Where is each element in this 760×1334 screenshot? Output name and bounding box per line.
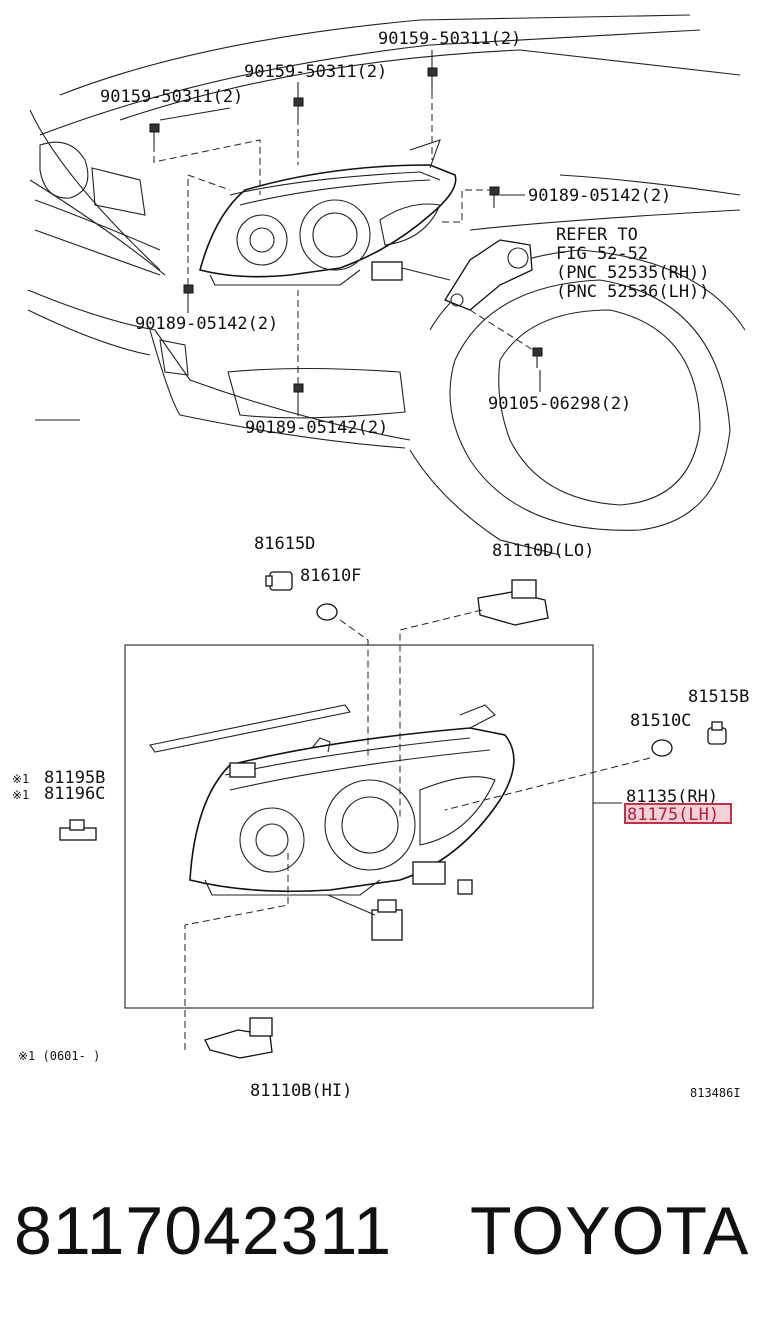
screw-icon: [293, 290, 304, 404]
label-note-mark-2: ※1: [12, 788, 29, 802]
headlight-unit-frame: [124, 644, 594, 1009]
label-part-81196c: 81196C: [44, 784, 105, 804]
headlight-assembly-installed: [199, 139, 457, 286]
label-bolt-top-left: 90159-50311(2): [100, 87, 243, 107]
bulb-hi-icon: [184, 850, 289, 1059]
bulb-lo-icon: [399, 579, 549, 820]
label-bulb-81510c: 81510C: [630, 711, 691, 731]
bulb-icon: [316, 603, 369, 760]
label-bolt-top-mid: 90159-50311(2): [244, 62, 387, 82]
label-unit-lh: 81175(LH): [627, 805, 719, 825]
label-refer-line1: REFER TO: [556, 225, 638, 245]
headlight-unit: [149, 704, 515, 896]
label-bulb-lo: 81110D(LO): [492, 541, 594, 561]
label-refer-line2: FIG 52-52: [556, 244, 648, 264]
bulb-icon: [444, 739, 673, 811]
bolt-icon: [149, 123, 261, 195]
car-body-outline: [27, 14, 746, 556]
brand-name: TOYOTA: [470, 1193, 750, 1269]
label-screw-bottom: 90189-05142(2): [245, 418, 388, 438]
bolt-icon: [469, 309, 543, 368]
label-screw-left: 90189-05142(2): [135, 314, 278, 334]
label-figure-code: 813486I: [690, 1086, 741, 1100]
label-bulb-81610f: 81610F: [300, 566, 361, 586]
clip-part: [59, 819, 97, 841]
label-unit-rh: 81135(RH): [626, 787, 718, 807]
label-socket-81515b: 81515B: [688, 687, 749, 707]
socket-icon: [707, 721, 727, 745]
parts-diagram: 90159-50311(2) 90159-50311(2) 90159-5031…: [12, 14, 749, 1101]
label-bulb-hi: 81110B(HI): [250, 1081, 352, 1101]
bolt-icon: [427, 67, 438, 160]
bolt-icon: [293, 97, 304, 165]
bracket-part: [401, 239, 533, 311]
screw-icon: [183, 174, 231, 303]
label-bolt-top-right: 90159-50311(2): [378, 29, 521, 49]
label-part-81195b: 81195B: [44, 768, 105, 788]
part-number: 8117042311: [14, 1193, 393, 1269]
socket-icon: [265, 571, 293, 591]
label-footnote: ※1 (0601- ): [18, 1049, 100, 1063]
label-screw-right: 90189-05142(2): [528, 186, 671, 206]
label-socket-81615d: 81615D: [254, 534, 315, 554]
label-bolt-bracket: 90105-06298(2): [488, 394, 631, 414]
label-refer-line4: (PNC 52536(LH)): [556, 282, 710, 302]
label-refer-line3: (PNC 52535(RH)): [556, 263, 710, 283]
bolt-icon-group: [149, 50, 543, 416]
screw-icon: [440, 186, 500, 223]
leveler-part: [327, 894, 403, 941]
caption: 8117042311 TOYOTA: [0, 1192, 760, 1272]
highlight-unit-lh: [624, 803, 732, 824]
label-note-mark-1: ※1: [12, 772, 29, 786]
